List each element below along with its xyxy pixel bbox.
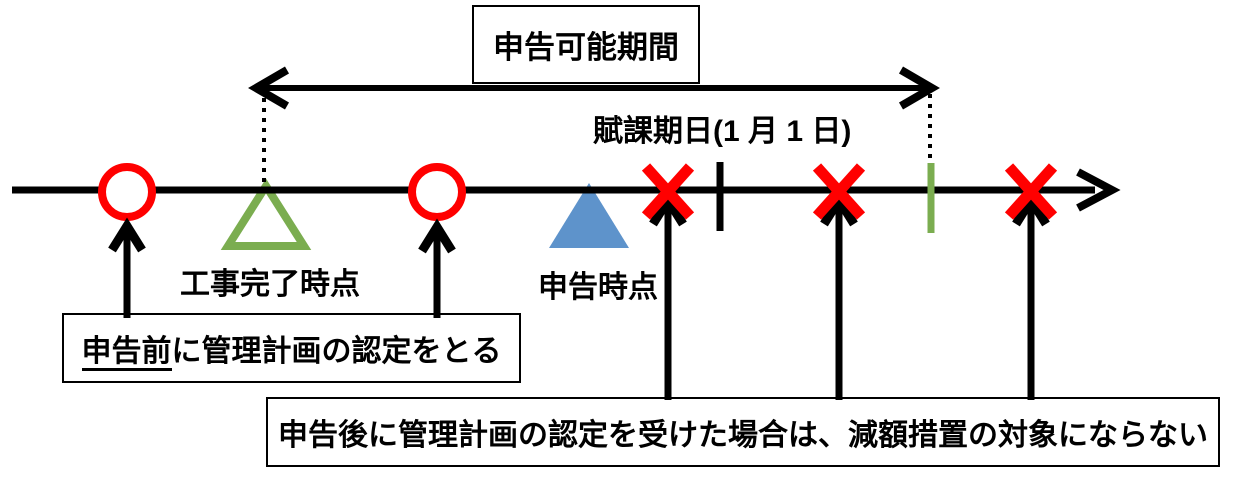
circle-marker-icon bbox=[98, 163, 156, 221]
period-double-arrow bbox=[248, 66, 940, 110]
before-declaration-underlined-text: 申告前 bbox=[81, 335, 172, 371]
arrow-head-icon bbox=[649, 191, 687, 227]
declaration-point-label: 申告時点 bbox=[538, 271, 658, 304]
pointer-arrow-to-x-2 bbox=[820, 191, 858, 400]
pointer-arrow-to-x-3 bbox=[1012, 191, 1050, 400]
arrow-head-icon bbox=[820, 191, 858, 227]
arrow-head-icon bbox=[418, 218, 456, 254]
pointer-arrow-to-circle-1 bbox=[108, 217, 146, 318]
x-stroke bbox=[641, 163, 695, 220]
main-timeline-axis bbox=[12, 168, 1121, 212]
after-declaration-note-box: 申告後に管理計画の認定を受けた場合は、減額措置の対象にならない bbox=[266, 397, 1220, 467]
x-marker-icon bbox=[641, 163, 695, 220]
assessment-date-label: 賦課期日(1 月 1 日) bbox=[593, 115, 852, 148]
x-marker-icon bbox=[1004, 163, 1058, 220]
construction-complete-triangle-icon bbox=[220, 178, 312, 250]
declaration-period-box: 申告可能期間 bbox=[472, 5, 700, 84]
x-stroke bbox=[812, 163, 866, 220]
double-arrow-left-head-icon bbox=[248, 66, 290, 110]
before-declaration-rest-text: に管理計画の認定をとる bbox=[171, 335, 502, 368]
after-declaration-note-text: 申告後に管理計画の認定を受けた場合は、減額措置の対象にならない bbox=[278, 419, 1208, 452]
double-arrow-right-head-icon bbox=[898, 66, 940, 110]
timeline-arrowhead-icon bbox=[1076, 168, 1121, 212]
circle-marker-icon bbox=[408, 163, 466, 221]
before-declaration-note-text: 申告前に管理計画の認定をとる bbox=[81, 326, 502, 371]
before-declaration-note-box: 申告前に管理計画の認定をとる bbox=[62, 313, 521, 383]
x-stroke bbox=[1004, 163, 1058, 220]
declaration-period-label: 申告可能期間 bbox=[493, 30, 679, 65]
construction-complete-label: 工事完了時点 bbox=[180, 268, 360, 301]
declaration-triangle-icon bbox=[549, 183, 629, 248]
arrow-head-icon bbox=[108, 217, 146, 253]
pointer-arrow-to-circle-2 bbox=[418, 218, 456, 318]
pointer-arrow-to-x-1 bbox=[649, 191, 687, 400]
arrow-head-icon bbox=[1012, 191, 1050, 227]
x-marker-icon bbox=[812, 163, 866, 220]
